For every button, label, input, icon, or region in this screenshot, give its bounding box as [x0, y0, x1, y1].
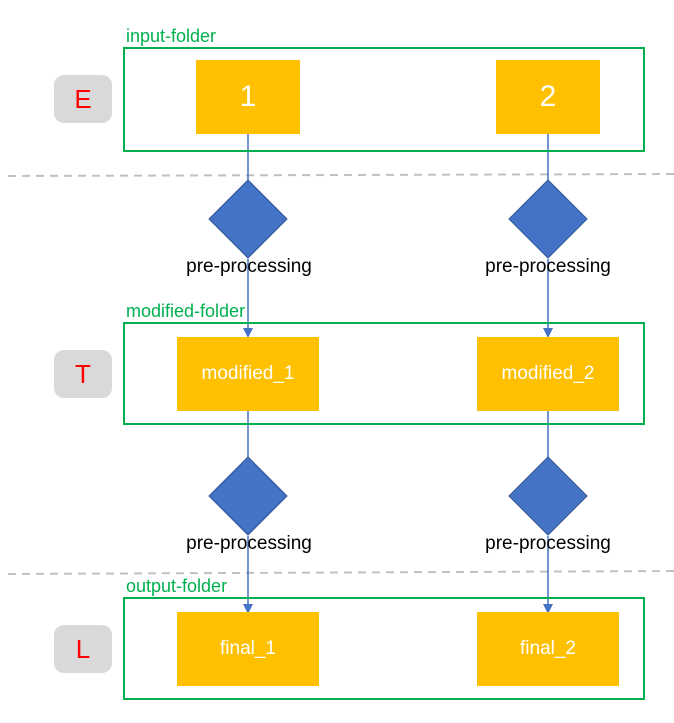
step-label-left-1: pre-processing: [186, 256, 312, 277]
node-modified-2: modified_2: [477, 337, 619, 411]
separator-line-top: [7, 173, 674, 177]
stage-badge-e: E: [54, 75, 112, 123]
process-diamond-left-1: [208, 179, 288, 259]
folder-label-output: output-folder: [126, 576, 228, 596]
step-label-right-2: pre-processing: [485, 533, 611, 554]
process-diamond-right-1: [508, 179, 588, 259]
folder-label-modified: modified-folder: [126, 301, 246, 321]
node-output-2: final_2: [477, 612, 619, 686]
folder-box-modified: [123, 322, 645, 425]
process-diamond-right-2: [508, 456, 588, 536]
folder-box-output: [123, 597, 645, 700]
process-diamond-left-2: [208, 456, 288, 536]
node-modified-1: modified_1: [177, 337, 319, 411]
node-output-1: final_1: [177, 612, 319, 686]
node-input-2: 2: [496, 60, 600, 134]
node-input-1: 1: [196, 60, 300, 134]
separator-line-bottom: [7, 570, 674, 575]
stage-badge-l: L: [54, 625, 112, 673]
step-label-right-1: pre-processing: [485, 256, 611, 277]
stage-badge-t: T: [54, 350, 112, 398]
folder-label-input: input-folder: [126, 26, 217, 46]
folder-box-input: [123, 47, 645, 152]
step-label-left-2: pre-processing: [186, 533, 312, 554]
